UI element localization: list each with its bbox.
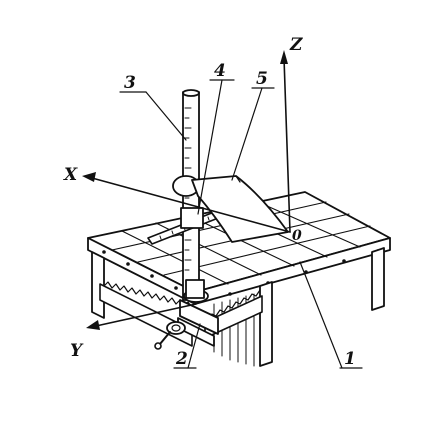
part-3-label: 3 [124,73,136,93]
part-5-label: 5 [256,69,268,89]
carriage-with-handwheel [154,299,219,350]
axis-x-label: X [63,165,78,185]
axis-y-label: Y [70,341,84,361]
axis-z-label: Z [289,35,303,55]
part-1-label: 1 [344,349,356,369]
origin-label: 0 [292,228,302,244]
leader-lines [119,79,363,369]
part-4-label: 4 [214,61,226,81]
part-2-label: 2 [175,349,188,369]
coordinate-axes [82,50,291,330]
